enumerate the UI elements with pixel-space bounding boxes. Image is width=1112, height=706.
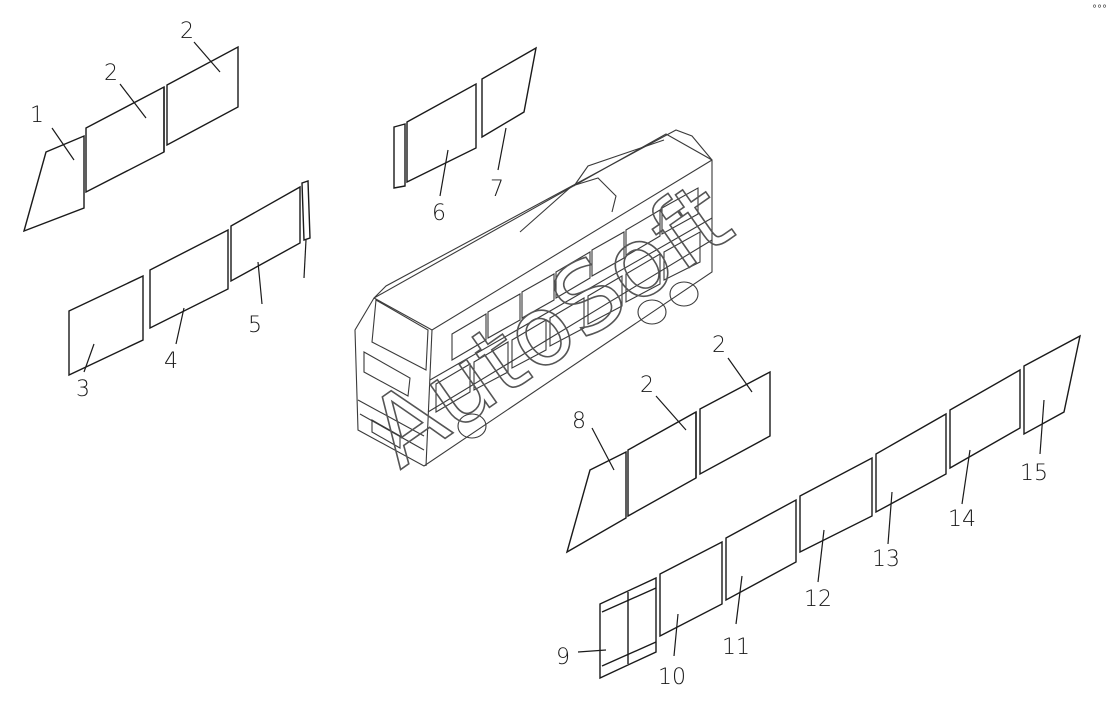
callout-5: 5 (248, 313, 262, 338)
window-panel-10 (659, 540, 723, 638)
window-panel-14 (949, 368, 1021, 470)
leader-lines (51, 41, 1045, 657)
window-panel-12 (799, 456, 873, 554)
window-strip-6 (393, 123, 406, 189)
window-panel-2c (627, 410, 697, 518)
callout-2d: 2 (712, 333, 726, 358)
callout-2c: 2 (640, 373, 654, 398)
window-group-mid-right (565, 370, 771, 554)
callout-6: 6 (432, 201, 446, 226)
window-panel-15 (1023, 334, 1081, 436)
window-panel-7 (481, 46, 537, 139)
callout-8: 8 (572, 409, 586, 434)
corner-mark: °°° (1092, 4, 1107, 15)
callout-3: 3 (76, 377, 90, 402)
window-panel-1 (22, 134, 85, 233)
callout-13: 13 (872, 547, 900, 572)
callout-2b: 2 (180, 19, 194, 44)
window-panel-11 (725, 498, 797, 602)
callout-11: 11 (722, 635, 750, 660)
callout-labels: 1 2 2 3 4 5 6 7 8 2 2 9 10 11 12 13 14 1… (30, 19, 1048, 690)
window-panel-3 (68, 274, 144, 377)
window-panel-8 (565, 450, 627, 554)
window-group-top-left (22, 45, 239, 233)
callout-1: 1 (30, 103, 44, 128)
window-group-bottom-right (599, 334, 1081, 680)
callout-14: 14 (948, 507, 976, 532)
window-panel-6 (406, 82, 477, 184)
callout-15: 15 (1020, 461, 1048, 486)
window-panel-2d (699, 370, 771, 476)
window-panel-5 (230, 185, 301, 283)
window-group-top-middle (393, 46, 537, 189)
callout-7: 7 (490, 177, 504, 202)
callout-2a: 2 (104, 61, 118, 86)
window-strip-5 (301, 180, 311, 241)
callout-9: 9 (556, 645, 570, 670)
callout-4: 4 (164, 349, 178, 374)
window-panel-2a (85, 85, 165, 194)
bus-illustration (354, 129, 713, 467)
window-panel-2b (166, 45, 239, 147)
window-group-mid-left (68, 180, 311, 377)
window-panel-4 (149, 228, 229, 330)
window-panel-13 (875, 412, 947, 514)
callout-12: 12 (804, 587, 832, 612)
callout-10: 10 (658, 665, 686, 690)
